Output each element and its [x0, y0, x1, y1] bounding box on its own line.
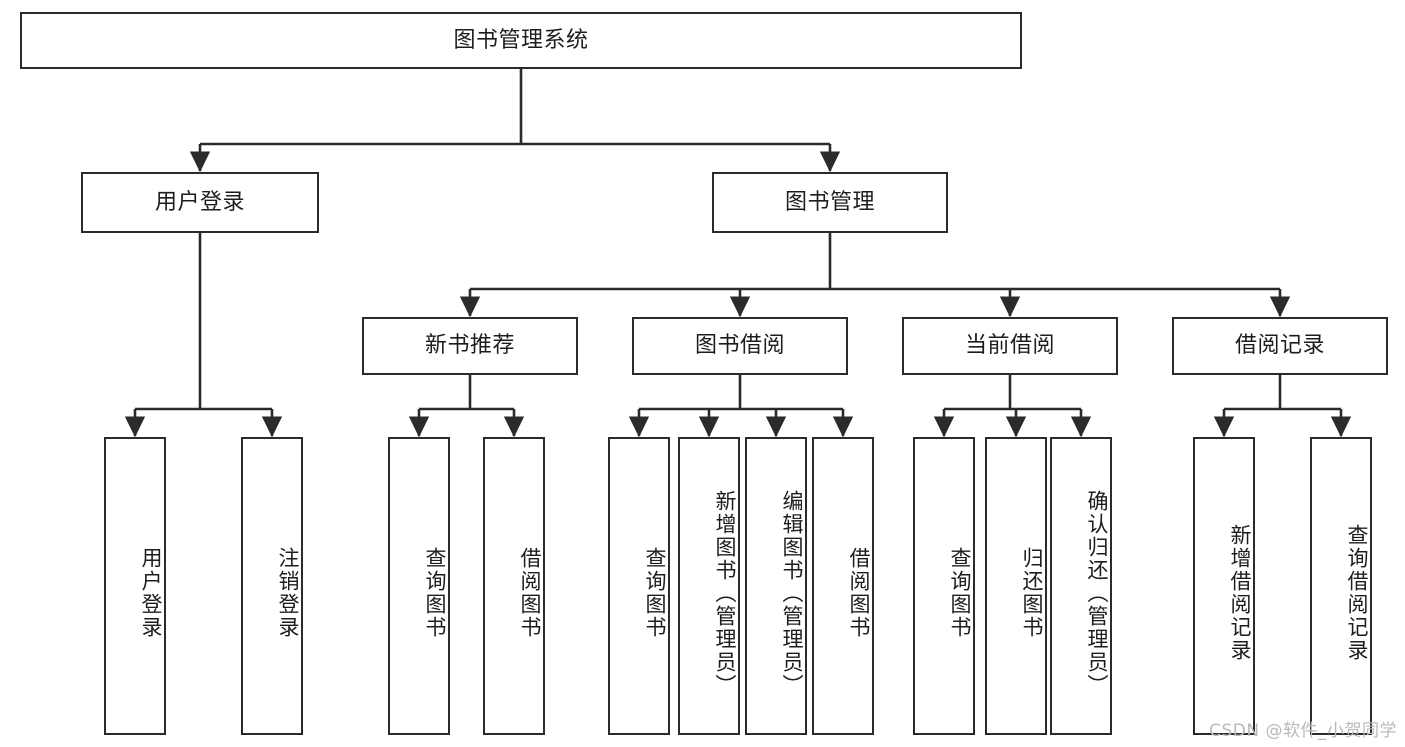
node-leaf-borrow-books-borrow[interactable]: 借阅图书 — [812, 437, 874, 735]
node-leaf-user-login-label: 用户登录 — [139, 547, 163, 639]
node-leaf-add-book-admin-label: 新增图书（管理员） — [713, 489, 737, 697]
node-new-book-recommend-label: 新书推荐 — [424, 333, 515, 359]
node-user-login[interactable]: 用户登录 — [81, 172, 319, 233]
node-leaf-query-books-recommend[interactable]: 查询图书 — [388, 437, 450, 735]
node-book-management-label: 图书管理 — [784, 189, 875, 215]
node-leaf-query-books-current-label: 查询图书 — [948, 547, 972, 639]
node-leaf-logout-label: 注销登录 — [276, 547, 300, 639]
node-current-borrow[interactable]: 当前借阅 — [902, 317, 1118, 375]
node-leaf-query-borrow-record[interactable]: 查询借阅记录 — [1310, 437, 1372, 735]
node-leaf-confirm-return-admin[interactable]: 确认归还（管理员） — [1050, 437, 1112, 735]
node-leaf-return-books[interactable]: 归还图书 — [985, 437, 1047, 735]
node-user-login-label: 用户登录 — [154, 189, 245, 215]
node-leaf-borrow-books-borrow-label: 借阅图书 — [847, 547, 871, 639]
node-leaf-user-login[interactable]: 用户登录 — [104, 437, 166, 735]
node-book-management[interactable]: 图书管理 — [712, 172, 948, 233]
node-leaf-edit-book-admin-label: 编辑图书（管理员） — [780, 489, 804, 697]
node-leaf-query-books-recommend-label: 查询图书 — [423, 547, 447, 639]
node-leaf-edit-book-admin[interactable]: 编辑图书（管理员） — [745, 437, 807, 735]
node-borrow-record[interactable]: 借阅记录 — [1172, 317, 1388, 375]
node-root-label: 图书管理系统 — [453, 27, 589, 53]
node-leaf-query-books-borrow[interactable]: 查询图书 — [608, 437, 670, 735]
node-root[interactable]: 图书管理系统 — [20, 12, 1022, 69]
node-leaf-query-books-borrow-label: 查询图书 — [643, 547, 667, 639]
node-leaf-add-borrow-record-label: 新增借阅记录 — [1228, 524, 1252, 662]
node-leaf-query-books-current[interactable]: 查询图书 — [913, 437, 975, 735]
node-leaf-logout[interactable]: 注销登录 — [241, 437, 303, 735]
node-leaf-add-borrow-record[interactable]: 新增借阅记录 — [1193, 437, 1255, 735]
node-new-book-recommend[interactable]: 新书推荐 — [362, 317, 578, 375]
node-leaf-borrow-books-recommend-label: 借阅图书 — [518, 547, 542, 639]
node-leaf-confirm-return-admin-label: 确认归还（管理员） — [1085, 489, 1109, 697]
node-book-borrow-label: 图书借阅 — [694, 333, 785, 359]
node-leaf-borrow-books-recommend[interactable]: 借阅图书 — [483, 437, 545, 735]
node-current-borrow-label: 当前借阅 — [964, 333, 1055, 359]
node-leaf-add-book-admin[interactable]: 新增图书（管理员） — [678, 437, 740, 735]
watermark-text: CSDN @软件_小贺同学 — [1209, 721, 1397, 741]
node-book-borrow[interactable]: 图书借阅 — [632, 317, 848, 375]
node-borrow-record-label: 借阅记录 — [1234, 333, 1325, 359]
node-leaf-query-borrow-record-label: 查询借阅记录 — [1345, 524, 1369, 662]
node-leaf-return-books-label: 归还图书 — [1020, 547, 1044, 639]
